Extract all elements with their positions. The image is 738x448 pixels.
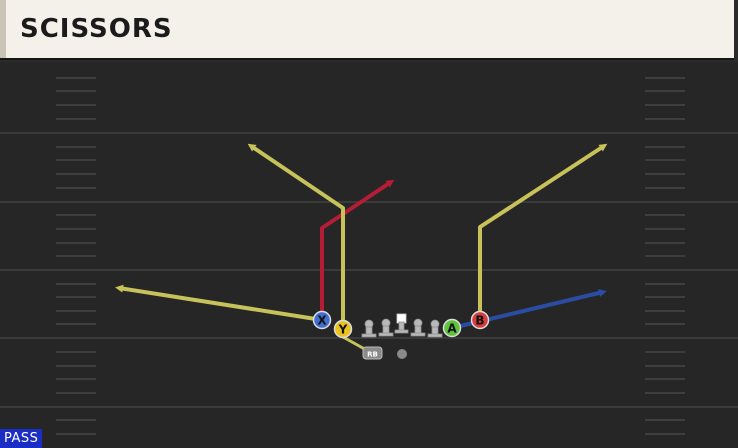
turf	[0, 62, 738, 448]
offensive-line	[361, 313, 443, 338]
player-b-token[interactable]: B	[470, 310, 490, 330]
play-type-badge: PASS	[0, 429, 43, 448]
header-bar: SCISSORS	[0, 0, 738, 62]
hash-marks-right	[645, 77, 685, 435]
player-x-token[interactable]: X	[312, 310, 332, 330]
lineman-left-guard	[378, 318, 394, 337]
lineman-center	[394, 313, 409, 334]
route-y-corner[interactable]	[247, 143, 345, 329]
hash-marks-left	[56, 77, 96, 435]
route-x-flat[interactable]	[115, 284, 323, 322]
player-a-label: A	[447, 322, 457, 336]
yard-lines	[0, 132, 738, 408]
player-x-label: X	[317, 314, 327, 328]
route-x-post[interactable]	[320, 179, 395, 320]
lineman-right-guard	[410, 318, 426, 337]
route-b-corner[interactable]	[478, 143, 608, 320]
play-title-card: SCISSORS	[0, 0, 734, 58]
player-b-label: B	[475, 314, 484, 328]
player-a-token[interactable]: A	[442, 318, 462, 338]
quarterback-marker	[397, 349, 407, 359]
running-back-label: RB	[367, 351, 378, 359]
running-back-token[interactable]: RB	[362, 346, 383, 360]
play-diagram-field: RB X Y A B	[0, 62, 738, 448]
lineman-left-tackle	[361, 319, 377, 338]
lineman-right-tackle	[427, 319, 443, 338]
play-title: SCISSORS	[20, 14, 173, 44]
player-y-token[interactable]: Y	[333, 319, 353, 339]
play-diagram: RB X Y A B	[0, 62, 738, 448]
player-y-label: Y	[338, 323, 348, 337]
